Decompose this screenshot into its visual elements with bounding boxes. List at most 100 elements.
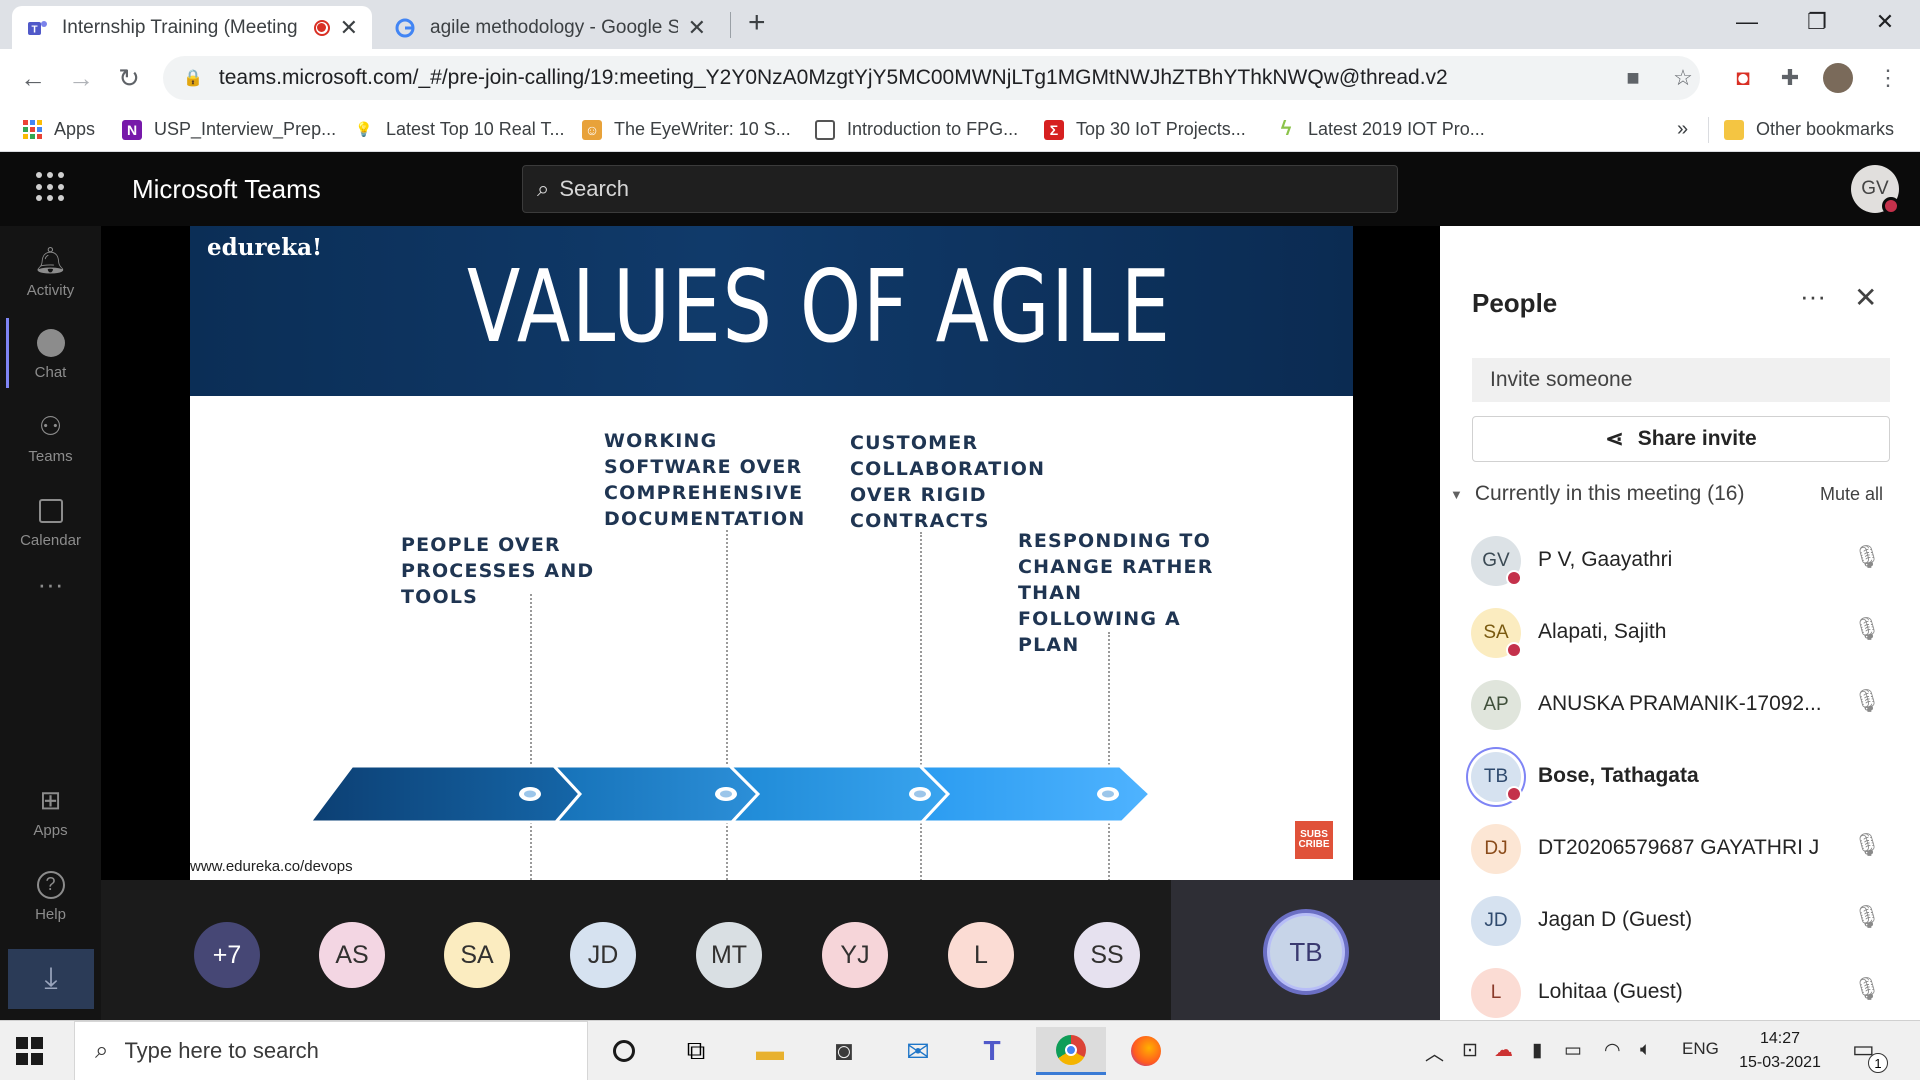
participant-avatar[interactable]: L xyxy=(948,922,1014,988)
rail-item-more[interactable]: ··· xyxy=(0,562,101,612)
tray-mic-icon[interactable]: ▮ xyxy=(1532,1040,1543,1061)
bookmark-usp-interview-prep[interactable]: N USP_Interview_Prep... xyxy=(122,107,336,152)
search-input[interactable]: ⌕ Search xyxy=(522,165,1398,213)
chrome-taskbar-icon[interactable] xyxy=(1036,1027,1106,1075)
calendar-icon xyxy=(36,496,66,526)
bookmark-apps[interactable]: Apps xyxy=(22,107,95,152)
participant-avatar[interactable]: YJ xyxy=(822,922,888,988)
in-meeting-section-header[interactable]: ▼ Currently in this meeting (16) xyxy=(1450,482,1744,506)
rail-item-help[interactable]: ? Help xyxy=(0,856,101,936)
tray-chevron-up-icon[interactable]: ︿ xyxy=(1425,1044,1445,1065)
slide-header-band xyxy=(190,226,1353,396)
mute-all-button[interactable]: Mute all xyxy=(1820,484,1884,504)
participant-avatar: JD xyxy=(1471,896,1521,946)
other-bookmarks[interactable]: Other bookmarks xyxy=(1724,107,1894,152)
mic-off-icon[interactable]: 🎙︎ xyxy=(1853,832,1881,857)
firefox-icon[interactable] xyxy=(1116,1027,1176,1075)
download-icon[interactable]: ⤓ xyxy=(8,949,94,1009)
close-window-button[interactable]: ✕ xyxy=(1875,9,1895,34)
bookmark-label: The EyeWriter: 10 S... xyxy=(614,119,791,139)
pocket-extension-icon[interactable]: ◘ xyxy=(1736,65,1750,90)
reload-icon[interactable]: ↻ xyxy=(118,62,140,93)
back-arrow-icon[interactable]: ← xyxy=(20,62,46,93)
taskbar-clock[interactable]: 14:27 15-03-2021 xyxy=(1735,1027,1825,1075)
app-launcher-waffle-icon[interactable] xyxy=(36,172,66,202)
edureka-logo: edureka! xyxy=(207,234,323,261)
bookmark-eyewriter[interactable]: ☺ The EyeWriter: 10 S... xyxy=(582,107,791,152)
more-options-icon[interactable]: ··· xyxy=(1800,281,1826,311)
mic-off-icon[interactable]: 🎙︎ xyxy=(1853,688,1881,713)
tab-internship-training[interactable]: T Internship Training (Meeting ✕ xyxy=(12,6,372,49)
task-view-icon[interactable]: ⧉ xyxy=(686,1035,706,1065)
participant-avatar[interactable]: JD xyxy=(570,922,636,988)
chrome-menu-icon[interactable]: ⋮ xyxy=(1877,65,1899,90)
forward-arrow-icon[interactable]: → xyxy=(68,62,94,93)
volume-icon[interactable]: 🔈︎ xyxy=(1640,1039,1652,1060)
tray-onedrive-error-icon[interactable]: ☁ xyxy=(1494,1040,1513,1061)
busy-status-icon xyxy=(1506,642,1522,658)
rail-item-chat[interactable]: Chat xyxy=(0,314,101,394)
bookmark-star-icon[interactable]: ☆ xyxy=(1673,65,1693,90)
share-invite-button[interactable]: ⋖ Share invite xyxy=(1472,416,1890,462)
taskbar-search-input[interactable]: ⌕ Type here to search xyxy=(74,1021,588,1080)
bookmark-introduction-fpga[interactable]: Introduction to FPG... xyxy=(815,107,1018,152)
participant-row[interactable]: SA Alapati, Sajith 🎙︎ xyxy=(1440,596,1920,668)
participant-avatar[interactable]: SA xyxy=(444,922,510,988)
bookmark-latest-top-10[interactable]: 💡 Latest Top 10 Real T... xyxy=(354,107,564,152)
rail-item-calendar[interactable]: Calendar xyxy=(0,482,101,562)
participant-row[interactable]: GV P V, Gaayathri 🎙︎ xyxy=(1440,524,1920,596)
participant-name: Jagan D (Guest) xyxy=(1538,908,1693,931)
slide-footer-url: www.edureka.co/devops xyxy=(190,858,353,875)
tab-close-icon[interactable]: ✕ xyxy=(687,14,706,40)
rail-item-apps[interactable]: ⊞ Apps xyxy=(0,772,101,852)
participant-avatar[interactable]: MT xyxy=(696,922,762,988)
leaf-icon: ϟ xyxy=(1280,118,1292,140)
mail-icon[interactable]: ✉ xyxy=(906,1035,930,1067)
battery-icon[interactable]: ▭ xyxy=(1564,1040,1582,1061)
restore-button[interactable]: ❐ xyxy=(1807,9,1827,34)
apps-grid-icon xyxy=(22,119,42,140)
participant-row[interactable]: TB Bose, Tathagata xyxy=(1440,740,1920,812)
cortana-icon[interactable] xyxy=(594,1027,654,1075)
collapse-caret-icon: ▼ xyxy=(1450,486,1463,502)
rail-item-activity[interactable]: 🔔︎ Activity xyxy=(0,232,101,312)
participant-row[interactable]: JD Jagan D (Guest) 🎙︎ xyxy=(1440,884,1920,956)
teams-taskbar-icon[interactable]: T xyxy=(983,1035,1001,1066)
bookmarks-overflow-chevron-icon[interactable]: » xyxy=(1677,118,1689,140)
windows-start-icon[interactable] xyxy=(16,1037,44,1065)
participant-avatar[interactable]: AS xyxy=(319,922,385,988)
participant-row[interactable]: DJ DT20206579687 GAYATHRI J 🎙︎ xyxy=(1440,812,1920,884)
mic-off-icon[interactable]: 🎙︎ xyxy=(1853,904,1881,929)
language-indicator[interactable]: ENG xyxy=(1682,1039,1719,1058)
mic-off-icon[interactable]: 🎙︎ xyxy=(1853,544,1881,569)
tab-close-icon[interactable]: ✕ xyxy=(339,14,358,40)
camera-icon[interactable]: ■ xyxy=(1626,65,1640,90)
new-tab-button[interactable]: + xyxy=(748,6,766,39)
invite-someone-input[interactable] xyxy=(1472,358,1890,402)
mic-off-icon[interactable]: 🎙︎ xyxy=(1853,976,1881,1001)
help-icon: ? xyxy=(36,870,66,900)
leader-line xyxy=(530,594,532,880)
minimize-button[interactable]: — xyxy=(1736,9,1758,34)
extensions-puzzle-icon[interactable]: ✚ xyxy=(1780,65,1800,90)
shared-slide: edureka! VALUES OF AGILE PEOPLE OVER PRO… xyxy=(190,226,1353,880)
tab-agile-methodology[interactable]: agile methodology - Google Sea ✕ xyxy=(380,6,720,49)
wifi-icon[interactable]: ◠ xyxy=(1604,1040,1621,1061)
rail-item-teams[interactable]: ⚇ Teams xyxy=(0,398,101,478)
tray-devices-icon[interactable]: ⊡ xyxy=(1462,1040,1478,1061)
file-explorer-icon[interactable]: ▬ xyxy=(756,1035,784,1066)
participant-row[interactable]: AP ANUSKA PRAMANIK-17092... 🎙︎ xyxy=(1440,668,1920,740)
overflow-participants-button[interactable]: +7 xyxy=(194,922,260,988)
bookmark-top-30-iot[interactable]: Σ Top 30 IoT Projects... xyxy=(1044,107,1246,152)
bookmark-latest-2019-iot[interactable]: ϟ Latest 2019 IOT Pro... xyxy=(1276,107,1485,152)
address-bar[interactable]: 🔒 teams.microsoft.com/_#/pre-join-callin… xyxy=(163,56,1700,100)
participant-row[interactable]: L Lohitaa (Guest) 🎙︎ xyxy=(1440,956,1920,1020)
participant-avatar[interactable]: SS xyxy=(1074,922,1140,988)
self-avatar[interactable]: TB xyxy=(1267,913,1345,991)
store-icon[interactable]: ◙ xyxy=(835,1035,853,1066)
rail-label: Chat xyxy=(34,363,67,381)
close-icon[interactable]: ✕ xyxy=(1854,282,1878,313)
participant-name: DT20206579687 GAYATHRI J xyxy=(1538,836,1820,859)
profile-avatar-icon[interactable] xyxy=(1822,62,1854,94)
mic-off-icon[interactable]: 🎙︎ xyxy=(1853,616,1881,641)
